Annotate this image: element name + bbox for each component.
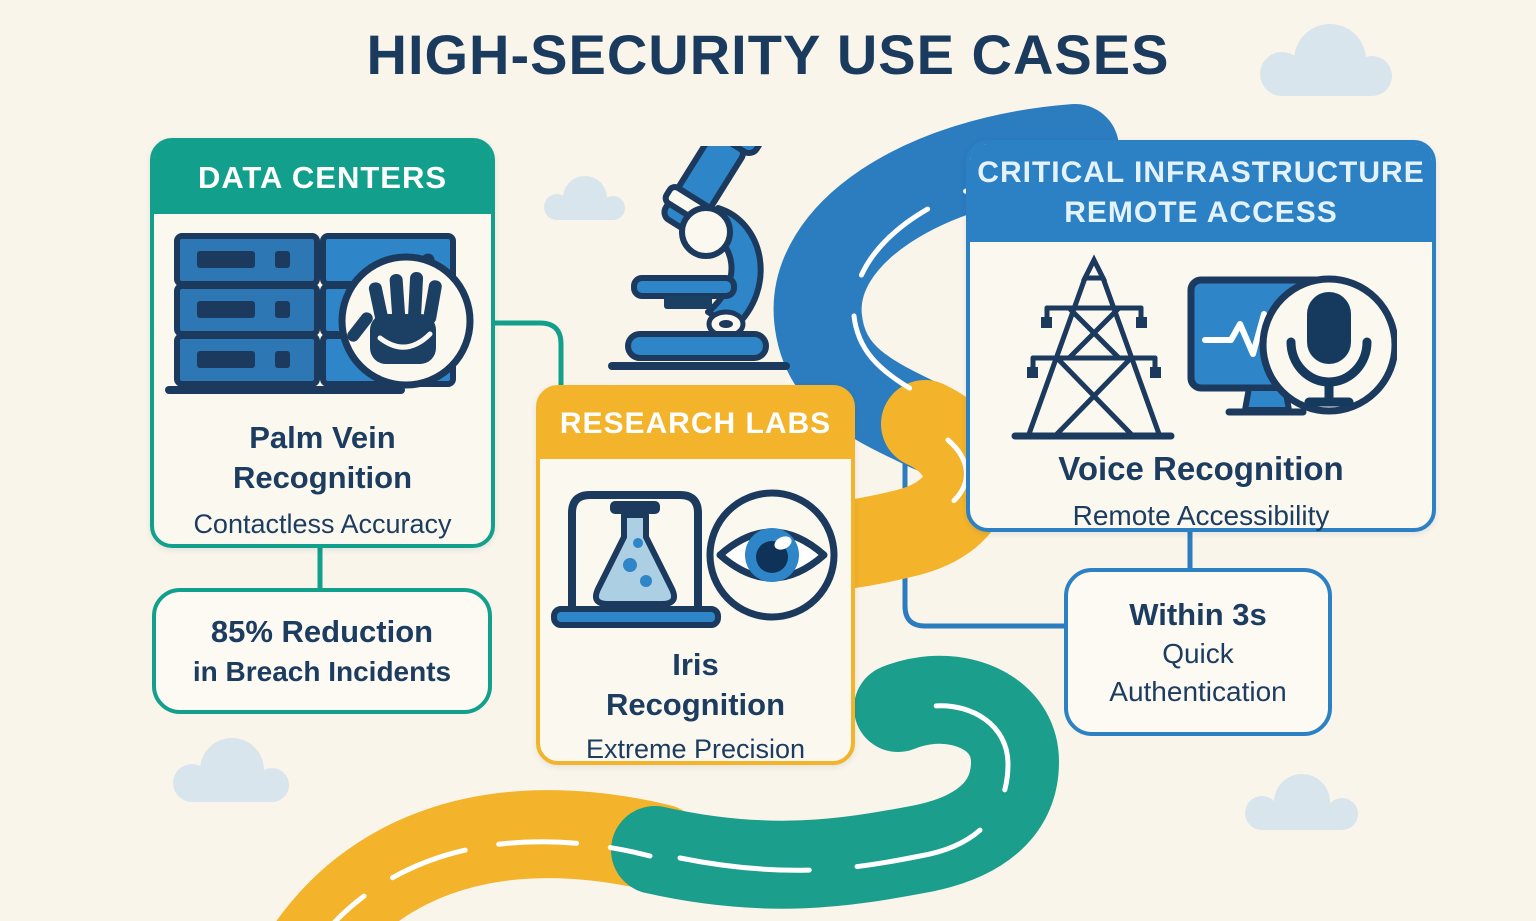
cloud-icon xyxy=(1260,24,1392,96)
card-research-labs-header: RESEARCH LABS xyxy=(540,389,851,459)
card-research-labs: RESEARCH LABS xyxy=(536,385,855,765)
card-research-labs-title: Iris Recognition xyxy=(605,647,786,722)
palm-icon xyxy=(338,253,473,389)
road-yellow-segment xyxy=(276,790,704,921)
cloud-icon xyxy=(1245,774,1358,830)
card-critical-infrastructure-header: CRITICAL INFRASTRUCTURE REMOTE ACCESS xyxy=(970,144,1432,242)
critical-infrastructure-icons xyxy=(1011,254,1397,440)
road-dash xyxy=(332,839,653,921)
connector-road-to-stat xyxy=(902,460,1068,629)
card-critical-infrastructure-title: Voice Recognition xyxy=(1058,450,1344,487)
research-labs-icons xyxy=(550,489,837,628)
connector-datacenters-to-researchlabs xyxy=(492,320,564,390)
road-dash xyxy=(677,703,1011,873)
data-centers-icons xyxy=(164,233,473,394)
card-data-centers-subtitle: Contactless Accuracy xyxy=(193,509,452,540)
card-critical-infrastructure: CRITICAL INFRASTRUCTURE REMOTE ACCESS xyxy=(966,140,1436,532)
road-dash xyxy=(922,437,969,521)
stat-breach-reduction: 85% Reduction in Breach Incidents xyxy=(152,588,492,714)
winding-road xyxy=(276,104,1119,921)
road-teal-segment xyxy=(611,655,1060,909)
cloud-icon xyxy=(544,176,625,220)
eye-icon xyxy=(706,489,837,621)
card-research-labs-subtitle: Extreme Precision xyxy=(585,734,806,765)
microphone-icon xyxy=(1259,275,1397,415)
cloud-icon xyxy=(173,738,289,802)
road-blue-segment xyxy=(773,104,1119,472)
card-data-centers: DATA CENTERS xyxy=(150,138,495,548)
card-data-centers-header: DATA CENTERS xyxy=(154,142,491,214)
card-critical-infrastructure-subtitle: Remote Accessibility xyxy=(1072,500,1330,532)
power-tower-icon xyxy=(1011,254,1175,440)
stat-quick-authentication: Within 3s Quick Authentication xyxy=(1064,568,1332,736)
page-title: HIGH-SECURITY USE CASES xyxy=(366,23,1170,86)
flask-icon xyxy=(550,491,721,628)
microscope-icon xyxy=(608,146,790,370)
card-data-centers-title: Palm Vein Recognition xyxy=(232,420,413,495)
